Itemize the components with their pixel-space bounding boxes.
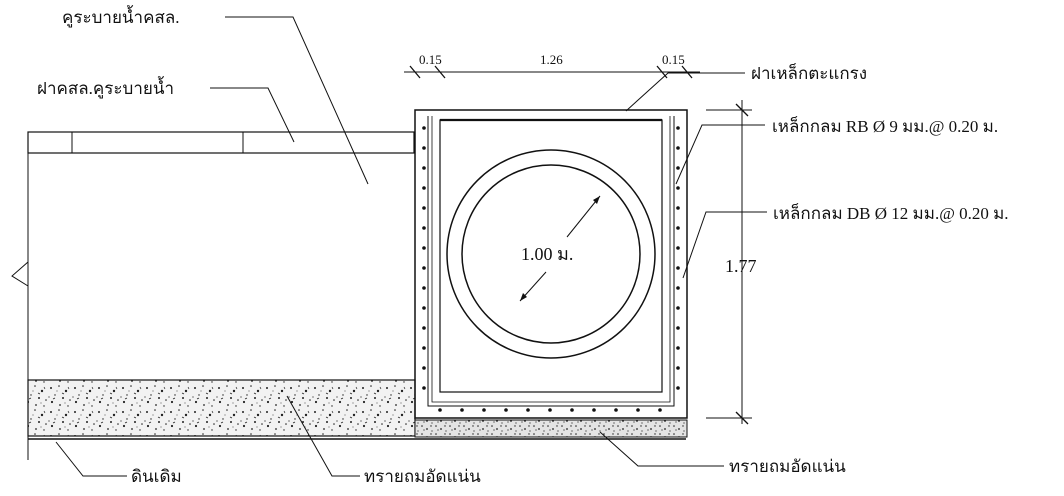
rebar-dot	[614, 408, 618, 412]
break-line	[11, 261, 29, 287]
leader-drain-cover	[210, 87, 295, 143]
rebar-inner	[431, 116, 671, 403]
leader-rebar-db	[682, 211, 767, 279]
rebar-dot	[422, 306, 426, 310]
box-drain: 1.00 ม.	[414, 109, 688, 438]
rebar-dots	[422, 126, 680, 412]
rebar-dot	[422, 326, 426, 330]
label-compacted-sand-2: ทรายถมอัดแน่น	[729, 457, 846, 476]
rebar-dot	[422, 206, 426, 210]
leader-steel-grate	[625, 72, 745, 112]
width-tick-4	[681, 65, 693, 79]
rebar-dot	[482, 408, 486, 412]
rebar-dot	[460, 408, 464, 412]
width-tick-1	[409, 65, 421, 79]
rebar-dot	[676, 226, 680, 230]
rebar-dot	[676, 126, 680, 130]
width-tick-2	[434, 65, 446, 79]
rebar-dot	[676, 146, 680, 150]
leaders	[55, 16, 767, 477]
rebar-dot	[676, 346, 680, 350]
rebar-left	[427, 116, 675, 407]
rebar-dot	[438, 408, 442, 412]
rebar-dot	[422, 286, 426, 290]
width-dimensions: 0.15 1.26 0.15	[404, 52, 700, 79]
rebar-dot	[526, 408, 530, 412]
diameter-arrow-bottom	[520, 293, 527, 301]
label-rebar-db: เหล็กกลม DB Ø 12 มม.@ 0.20 ม.	[773, 202, 1009, 223]
rebar-dot	[676, 386, 680, 390]
rebar-dot	[676, 286, 680, 290]
label-drain-cover: ฝาคสล.คูระบายน้ำ	[37, 76, 174, 99]
rebar-dot	[422, 266, 426, 270]
leader-compacted-sand-2	[599, 431, 724, 467]
label-compacted-sand-1: ทรายถมอัดแน่น	[364, 467, 481, 486]
rebar-dot	[422, 166, 426, 170]
box-outer-wall	[414, 109, 688, 419]
drain-cover-slab	[27, 131, 415, 154]
dim-inner-width: 1.26	[540, 52, 563, 67]
rebar-dot	[422, 246, 426, 250]
diameter-arrow-top	[593, 196, 600, 204]
pipe-inner	[461, 164, 641, 344]
rebar-dot	[676, 326, 680, 330]
rebar-dot	[676, 306, 680, 310]
compacted-sand-bed-right	[414, 419, 688, 438]
dim-wall-left: 0.15	[419, 52, 442, 67]
rebar-dot	[676, 266, 680, 270]
rebar-dot	[504, 408, 508, 412]
label-rebar-rb: เหล็กกลม RB Ø 9 มม.@ 0.20 ม.	[772, 115, 998, 136]
dim-wall-right: 0.15	[662, 52, 685, 67]
rebar-dot	[676, 246, 680, 250]
rebar-dot	[570, 408, 574, 412]
rebar-dot	[676, 366, 680, 370]
leader-original-soil	[55, 441, 127, 477]
rebar-dot	[676, 186, 680, 190]
existing-drain	[11, 131, 686, 460]
rebar-dot	[422, 346, 426, 350]
label-drain-rc: คูระบายน้ำคสล.	[62, 5, 180, 28]
rebar-dot	[422, 126, 426, 130]
height-tick-bottom	[735, 411, 749, 425]
rebar-dot	[658, 408, 662, 412]
rebar-dot	[422, 366, 426, 370]
rebar-dot	[676, 206, 680, 210]
rebar-dot	[548, 408, 552, 412]
rebar-dot	[422, 186, 426, 190]
rebar-dot	[676, 166, 680, 170]
rebar-dot	[422, 386, 426, 390]
compacted-sand-bed-left	[27, 379, 416, 437]
rebar-dot	[422, 146, 426, 150]
leader-drain-rc	[225, 16, 369, 185]
height-dimension: 1.77	[706, 100, 757, 425]
height-tick-top	[735, 103, 749, 117]
pipe-diameter-label: 1.00 ม.	[521, 244, 573, 264]
rebar-dot	[592, 408, 596, 412]
rebar-dot	[422, 226, 426, 230]
pipe-diameter-line-top	[566, 195, 601, 238]
label-original-soil: ดินเดิม	[131, 467, 182, 486]
rebar-dot	[636, 408, 640, 412]
label-steel-grate: ฝาเหล็กตะแกรง	[751, 62, 867, 83]
pipe-outer	[446, 149, 656, 359]
leader-compacted-sand-1	[286, 395, 360, 477]
dim-height: 1.77	[725, 256, 757, 276]
leader-rebar-rb	[675, 124, 765, 185]
